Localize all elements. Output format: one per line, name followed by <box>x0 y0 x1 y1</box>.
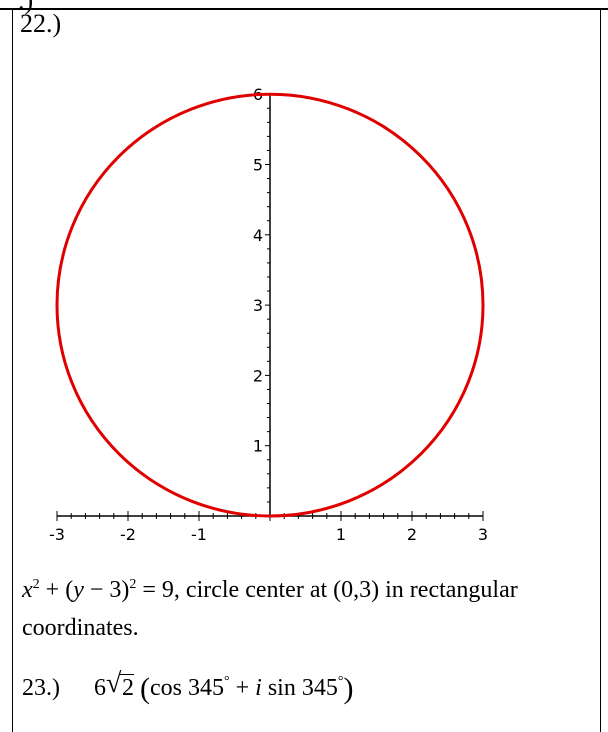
table-left-border <box>12 8 13 732</box>
circle-series-0 <box>55 92 485 518</box>
problem-23-label: 23.) <box>22 675 60 701</box>
radical-sign-icon: √ <box>106 668 122 699</box>
y-tick-label: 1 <box>253 437 263 456</box>
x-tick-label: 1 <box>336 525 346 544</box>
degree-2: ° <box>337 674 344 689</box>
problem-22-caption: x2 + (y − 3)2 = 9, circle center at (0,3… <box>22 566 592 647</box>
x-tick-label: 3 <box>478 525 488 544</box>
radicand: 2 <box>120 674 134 701</box>
caption-y: y <box>73 577 84 603</box>
table-right-border <box>600 8 601 732</box>
x-tick-label: 2 <box>407 525 417 544</box>
caption-exp-2: 2 <box>129 577 137 592</box>
sin-term: sin 345 <box>261 675 338 701</box>
problem-23-expression: 6√2 (cos 345° + i sin 345°) <box>94 668 353 705</box>
y-tick-label: 2 <box>253 366 263 385</box>
plot-ticks <box>56 93 484 521</box>
problem-23: 23.)6√2 (cos 345° + i sin 345°) <box>22 662 353 709</box>
caption-description: , circle center at (0,3) in rectangular … <box>22 577 518 641</box>
degree-1: ° <box>224 674 230 689</box>
y-tick-label: 5 <box>253 156 263 175</box>
open-paren: ( <box>140 672 150 705</box>
cos-term: cos 345 <box>150 675 224 701</box>
x-tick-label: -2 <box>120 525 136 544</box>
x-tick-label: -1 <box>191 525 207 544</box>
previous-problem-fragment: .) <box>18 0 33 16</box>
imaginary-unit: i <box>255 675 262 701</box>
caption-plus-open: + ( <box>39 577 74 603</box>
problem-22-label: 22.) <box>20 9 62 38</box>
plus-sign: + <box>229 675 256 701</box>
y-tick-label: 3 <box>253 296 263 315</box>
x-tick-label: -3 <box>49 525 65 544</box>
plot-curve <box>55 92 485 518</box>
table-top-border <box>0 8 608 10</box>
y-tick-label: 4 <box>253 226 263 245</box>
square-root: √2 <box>106 668 134 708</box>
caption-equals-nine: = 9 <box>136 577 174 603</box>
caption-exp-1: 2 <box>32 577 40 592</box>
coefficient: 6 <box>94 675 106 701</box>
caption-x: x <box>22 577 33 603</box>
caption-minus-three: − 3) <box>83 577 130 603</box>
close-paren: ) <box>343 672 354 705</box>
